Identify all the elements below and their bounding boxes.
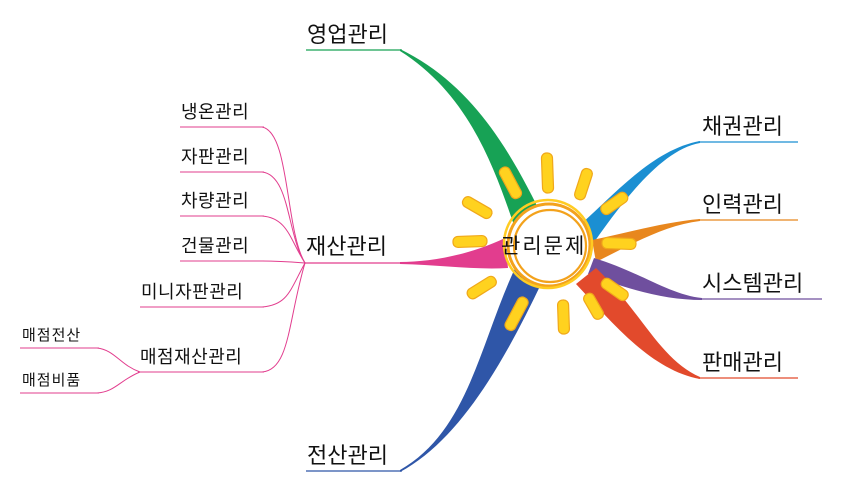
topic-hr-management[interactable]: 인력관리 [702,193,783,218]
subtopic-vending[interactable]: 자판관리 [181,147,250,168]
subtopic-cold-hot[interactable]: 냉온관리 [181,102,250,123]
connector-cold-hot [261,126,306,264]
branch-system [588,258,702,300]
connector-kiosk-assets [261,262,306,373]
sun-glow [509,205,589,285]
branch-sales [576,268,700,379]
subtopic-mini-vending[interactable]: 미니자판관리 [141,282,244,303]
branch-receivables [572,141,700,248]
connector-vending [261,171,306,264]
leaf-kiosk-computing[interactable]: 매점전산 [22,326,82,344]
topic-asset-management[interactable]: 재산관리 [306,235,387,260]
branch-assets [400,238,508,269]
connector-vehicle [261,215,306,264]
connector-kiosk-computing [96,347,141,373]
topic-computing-management[interactable]: 전산관리 [307,444,388,469]
subtopic-vehicle[interactable]: 차량관리 [181,191,250,212]
connector-kiosk-supplies [96,371,141,394]
connector-mini-vending [261,262,306,308]
subtopic-kiosk-assets[interactable]: 매점재산관리 [140,347,243,368]
connector-building [261,260,306,264]
topic-sales-management[interactable]: 영업관리 [307,23,388,48]
subtopic-building[interactable]: 건물관리 [181,236,250,257]
branch-computing [400,262,542,472]
topic-sales-ops-management[interactable]: 판매관리 [702,351,783,376]
sun-rings [502,198,594,290]
topic-system-management[interactable]: 시스템관리 [702,272,804,297]
sun-rays [452,152,637,335]
topic-receivables-management[interactable]: 채권관리 [702,115,783,140]
center-topic[interactable]: 관리문제 [501,234,587,258]
sun-icon [452,152,637,335]
asset-sub-branches [20,126,306,394]
leaf-kiosk-supplies[interactable]: 매점비품 [22,371,82,389]
